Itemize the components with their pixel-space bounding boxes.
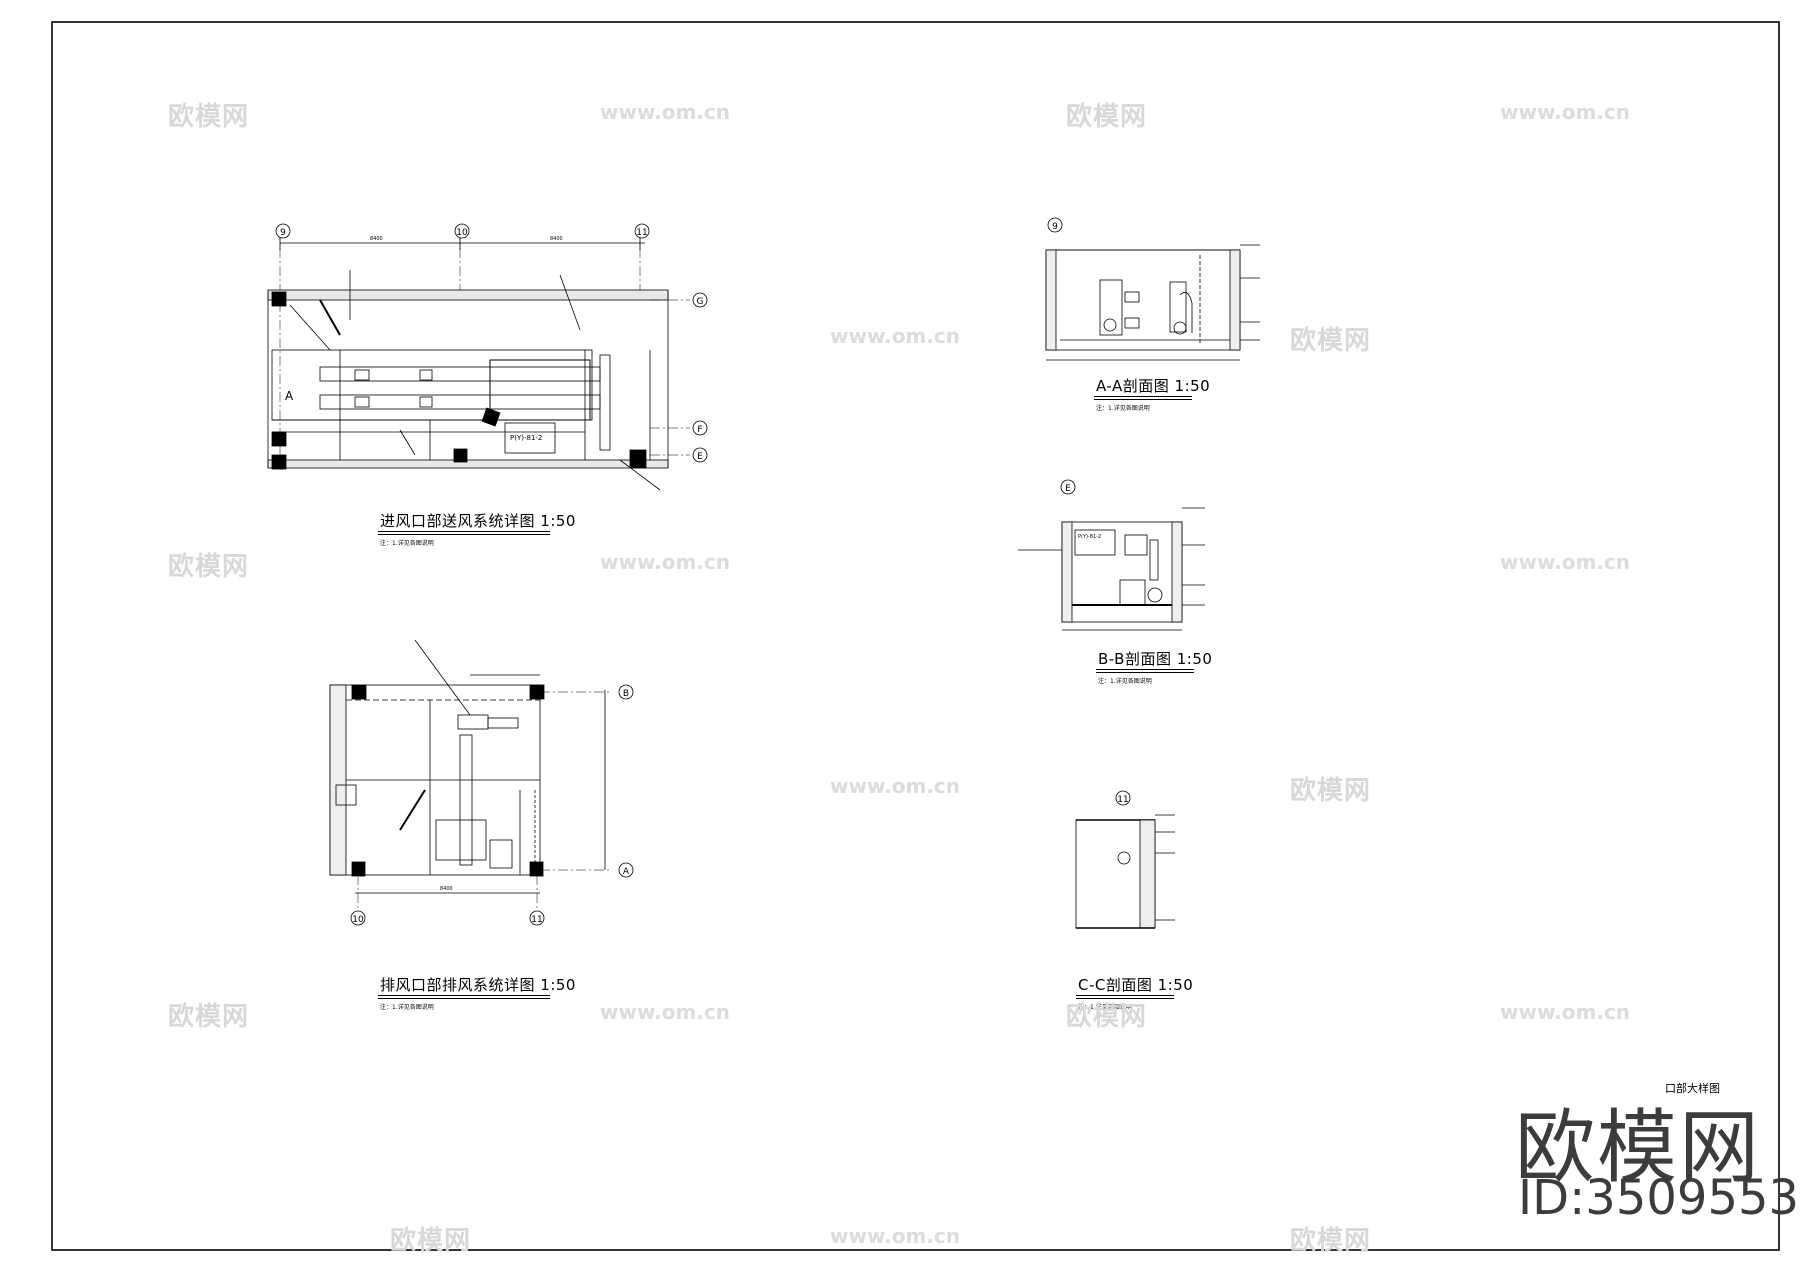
svg-text:F: F [697,425,702,435]
supply-axis-11: 11 [634,223,650,239]
supply-fan-label: P(Y)-81-2 [510,434,542,442]
watermark: 欧模网 [1066,1002,1148,1032]
supply-axis-10: 10 [454,223,470,239]
supply-plan: 8400 8400 P(Y)-81-2 [267,230,690,491]
watermark-url: www.om.cn [830,774,961,798]
aa-title-underline [1094,396,1192,397]
bb-fan-label: P(Y)-81-2 [1078,534,1101,540]
cc-axis-11: 11 [1115,790,1131,806]
exhaust-title-underline [378,995,550,996]
supply-axis-E: E [692,447,708,463]
bb-note: 注：1.详见各图说明 [1098,678,1152,685]
watermark-url: www.om.cn [1500,100,1631,124]
exhaust-axis-11: 11 [529,910,545,926]
svg-text:10: 10 [456,228,468,238]
supply-axis-G: G [692,292,708,308]
watermark-url: www.om.cn [600,100,731,124]
svg-text:9: 9 [1052,222,1058,232]
aa-note: 注：1.详见各图说明 [1096,405,1150,412]
bb-title: B-B剖面图 1:50 [1098,650,1213,668]
svg-text:A: A [623,867,630,877]
bb-section: P(Y)-81-2 [1018,507,1205,631]
svg-text:8400: 8400 [370,236,383,242]
svg-text:G: G [697,297,704,307]
sheet-border [51,21,1780,1251]
svg-text:A: A [285,389,294,403]
supply-title-underline2 [378,534,550,535]
watermark-url: www.om.cn [1500,1000,1631,1024]
supply-note: 注：1.详见各图说明 [380,540,434,547]
model-id: ID:3509553 [1518,1170,1800,1226]
bb-axis-E: E [1060,479,1076,495]
watermark: 欧模网 [168,1002,250,1032]
watermark: 欧模网 [1066,102,1148,132]
exhaust-note: 注：1.详见各图说明 [380,1004,434,1011]
supply-title: 进风口部送风系统详图 1:50 [380,512,576,530]
watermark-url: www.om.cn [830,324,961,348]
svg-text:11: 11 [531,915,542,925]
aa-title-underline2 [1094,399,1192,400]
site-logo: 欧模网 [1515,1101,1761,1194]
watermark: 欧模网 [1290,776,1372,806]
svg-text:8400: 8400 [550,236,563,242]
svg-text:11: 11 [1117,795,1128,805]
exhaust-title: 排风口部排风系统详图 1:50 [380,976,576,994]
exhaust-axis-10: 10 [350,910,366,926]
aa-title: A-A剖面图 1:50 [1096,377,1211,395]
bb-title-underline [1096,669,1194,670]
supply-axis-9: 9 [275,223,291,239]
supply-title-underline [378,531,550,532]
watermark-url: www.om.cn [1500,550,1631,574]
watermark-url: www.om.cn [830,1224,961,1248]
svg-text:E: E [697,452,703,462]
svg-text:E: E [1065,484,1071,494]
sheet-corner-title: 口部大样图 [1665,1082,1720,1095]
exhaust-plan: 8400 [329,639,612,910]
cc-title-underline [1076,995,1174,996]
exhaust-axis-A: A [618,862,634,878]
svg-text:10: 10 [352,915,364,925]
watermark: 欧模网 [1290,1226,1372,1256]
cc-section [1075,814,1175,929]
cc-title-underline2 [1076,998,1174,999]
exhaust-title-underline2 [378,998,550,999]
bb-title-underline2 [1096,672,1194,673]
watermark: 欧模网 [168,552,250,582]
watermark-url: www.om.cn [600,1000,731,1024]
watermark: 欧模网 [1290,326,1372,356]
exhaust-axis-B: B [618,684,634,700]
cc-note: 注：1.详见各图说明 [1078,1004,1132,1011]
aa-axis-9: 9 [1047,217,1063,233]
watermark: 欧模网 [390,1226,472,1256]
svg-text:11: 11 [636,228,647,238]
cc-title: C-C剖面图 1:50 [1078,976,1194,994]
watermark-url: www.om.cn [600,550,731,574]
svg-text:B: B [623,689,629,699]
svg-text:8400: 8400 [440,886,453,892]
watermark: 欧模网 [168,102,250,132]
supply-axis-F: F [692,420,708,436]
aa-section [1045,244,1260,361]
svg-text:9: 9 [280,228,286,238]
